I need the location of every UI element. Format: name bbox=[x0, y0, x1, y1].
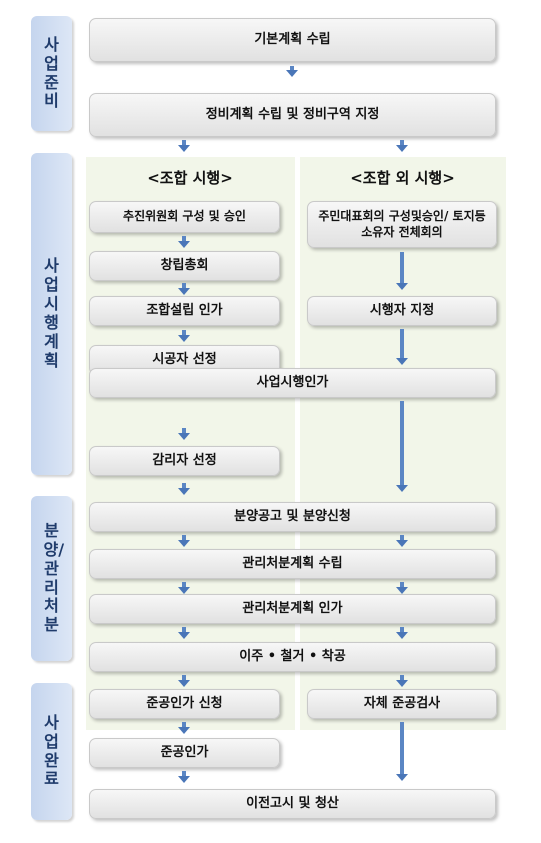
step-supervisor-selection: 감리자 선정 bbox=[89, 446, 280, 476]
step-basic-plan: 기본계획 수립 bbox=[89, 18, 496, 62]
phase-completion: 사업완료 bbox=[31, 683, 72, 820]
step-union-approval: 조합설립 인가 bbox=[89, 296, 280, 326]
step-founding-meeting: 창립총회 bbox=[89, 251, 280, 281]
heading-non-union: <조합 외 시행> bbox=[350, 169, 455, 187]
step-sale-notice: 분양공고 및 분양신청 bbox=[89, 502, 496, 532]
step-transfer-settlement: 이전고시 및 청산 bbox=[89, 789, 496, 819]
phase-sale-management: 분양/관리처분 bbox=[31, 496, 72, 661]
phase-implementation-plan: 사업시행계획 bbox=[31, 153, 72, 475]
step-relocation: 이주 • 철거 • 착공 bbox=[89, 642, 496, 672]
phase-label: 사업준비 bbox=[44, 34, 59, 111]
heading-union: <조합 시행> bbox=[147, 169, 233, 187]
phase-label: 사업완료 bbox=[44, 712, 59, 789]
step-resident-rep: 주민대표회의 구성및승인/ 토지등소유자 전체회의 bbox=[307, 201, 497, 248]
step-mgmt-plan: 관리처분계획 수립 bbox=[89, 549, 496, 579]
phase-label: 분양/관리처분 bbox=[43, 520, 65, 635]
step-mgmt-approval: 관리처분계획 인가 bbox=[89, 594, 496, 624]
phase-preparation: 사업준비 bbox=[31, 16, 72, 131]
step-promotion-committee: 추진위원회 구성 및 승인 bbox=[89, 201, 280, 233]
step-completion-approval: 준공인가 bbox=[89, 738, 280, 768]
phase-label: 사업시행계획 bbox=[44, 256, 59, 370]
step-self-inspection: 자체 준공검사 bbox=[307, 689, 497, 719]
step-completion-request: 준공인가 신청 bbox=[89, 689, 280, 719]
step-project-approval: 사업시행인가 bbox=[89, 368, 496, 398]
step-maintenance-plan: 정비계획 수립 및 정비구역 지정 bbox=[89, 93, 496, 137]
step-implementer-designation: 시행자 지정 bbox=[307, 296, 497, 326]
